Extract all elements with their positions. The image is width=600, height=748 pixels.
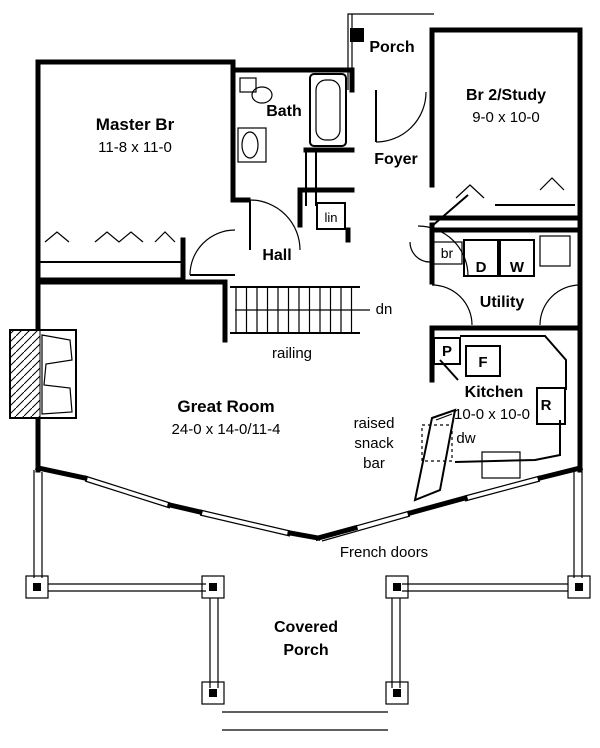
laundry — [431, 235, 571, 277]
railing-label: railing — [272, 345, 312, 362]
french-doors[interactable] — [319, 510, 411, 542]
master-br-label: Master Br — [96, 115, 175, 134]
utility-label: Utility — [480, 294, 525, 311]
broom-label: br — [441, 245, 454, 261]
porch-label: Porch — [369, 39, 414, 56]
great-room-label: Great Room — [177, 397, 274, 416]
exterior-walls — [35, 27, 584, 542]
porch-top — [347, 13, 434, 143]
doors[interactable] — [189, 177, 581, 326]
dryer-label: D — [476, 259, 487, 276]
front-windows — [84, 475, 541, 537]
kitchen-label: Kitchen — [465, 384, 524, 401]
br2-label: Br 2/Study — [466, 87, 546, 104]
master-br-size: 11-8 x 11-0 — [98, 139, 172, 156]
dishwasher-label: dw — [456, 430, 475, 447]
covered-porch — [25, 470, 591, 731]
stairs-dn-label: dn — [376, 301, 393, 318]
bath-label: Bath — [266, 103, 302, 120]
kitchen-size: 10-0 x 10-0 — [454, 406, 530, 423]
great-room-size: 24-0 x 14-0/11-4 — [172, 421, 281, 438]
snack-bar-label-2: snack — [354, 435, 394, 452]
covered-porch-label-2: Porch — [283, 642, 328, 659]
kitchen-fixtures — [413, 335, 567, 502]
fireplace — [9, 329, 77, 419]
snack-bar-label-3: bar — [363, 455, 385, 472]
covered-porch-label-1: Covered — [274, 619, 338, 636]
snack-bar-label-1: raised — [354, 415, 395, 432]
stair-treads — [235, 287, 353, 333]
washer-label: W — [510, 259, 525, 276]
pantry-label: P — [442, 343, 452, 360]
foyer-label: Foyer — [374, 151, 418, 168]
linen-label: lin — [324, 210, 337, 225]
bath-fixtures — [237, 73, 347, 163]
range-label: R — [541, 397, 552, 414]
br2-size: 9-0 x 10-0 — [472, 109, 540, 126]
french-doors-label: French doors — [340, 544, 428, 561]
closet-marks — [44, 231, 176, 243]
stairs — [230, 286, 370, 334]
fridge-label: F — [478, 354, 487, 371]
hall-label: Hall — [262, 247, 291, 264]
